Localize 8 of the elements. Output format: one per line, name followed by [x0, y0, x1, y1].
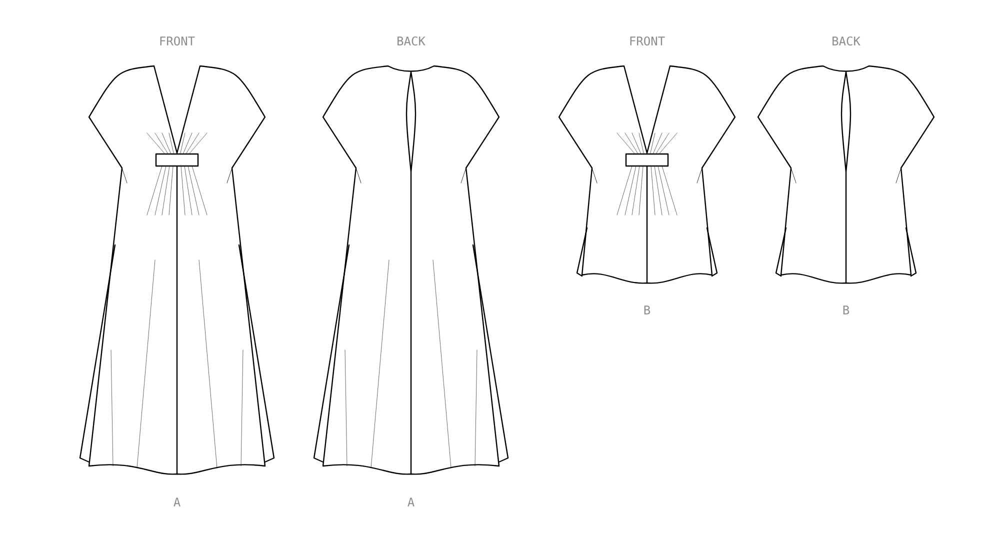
view-label: BACK	[832, 36, 860, 46]
view-label: FRONT	[160, 36, 195, 46]
view-label: FRONT	[630, 36, 665, 46]
view-label: A	[174, 498, 180, 506]
view-label: B	[843, 306, 850, 314]
view-label: BACK	[398, 36, 426, 46]
view-label: B	[644, 306, 650, 314]
view-label: A	[408, 498, 414, 506]
